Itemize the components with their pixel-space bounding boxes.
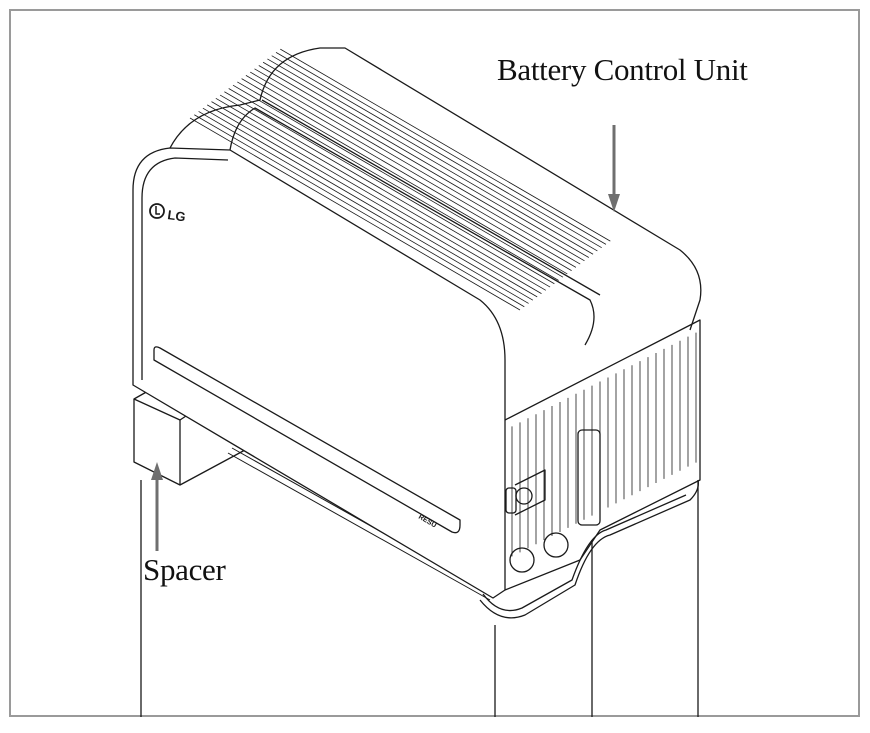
- spacer-label: Spacer: [143, 552, 226, 587]
- lg-logo: LG: [149, 203, 187, 224]
- figure-frame: [9, 9, 860, 717]
- fin-line: [228, 88, 559, 281]
- fin-line: [206, 104, 538, 298]
- front-panel: [132, 147, 506, 599]
- battery-control-unit-label: Battery Control Unit: [497, 52, 748, 87]
- fin-line: [275, 52, 607, 245]
- top-heatsink: [169, 47, 702, 346]
- arrow-battery-control-unit: [608, 125, 620, 212]
- fin-line: [241, 78, 572, 271]
- svg-text:LG: LG: [167, 207, 187, 224]
- fin-line: [202, 107, 534, 301]
- fin-line: [198, 111, 529, 304]
- fin-line: [211, 101, 542, 294]
- fin-line: [271, 55, 602, 249]
- side-panel: [504, 319, 701, 591]
- arrow-spacer: [151, 462, 163, 551]
- side-fins: [511, 332, 697, 557]
- fin-line: [245, 75, 577, 268]
- fin-line: [219, 94, 551, 288]
- fin-line: [267, 58, 598, 252]
- fin-line: [194, 114, 525, 308]
- fin-line: [280, 48, 611, 242]
- fin-line: [232, 84, 564, 278]
- heatsink-fins: [189, 48, 611, 311]
- fin-line: [189, 117, 521, 311]
- fin-line: [215, 97, 547, 291]
- fin-line: [224, 91, 555, 285]
- fin-line: [262, 61, 594, 255]
- fin-line: [258, 65, 590, 258]
- pedestal: [140, 479, 699, 717]
- fin-line: [254, 68, 585, 262]
- fin-line: [237, 81, 568, 275]
- fin-line: [249, 71, 581, 265]
